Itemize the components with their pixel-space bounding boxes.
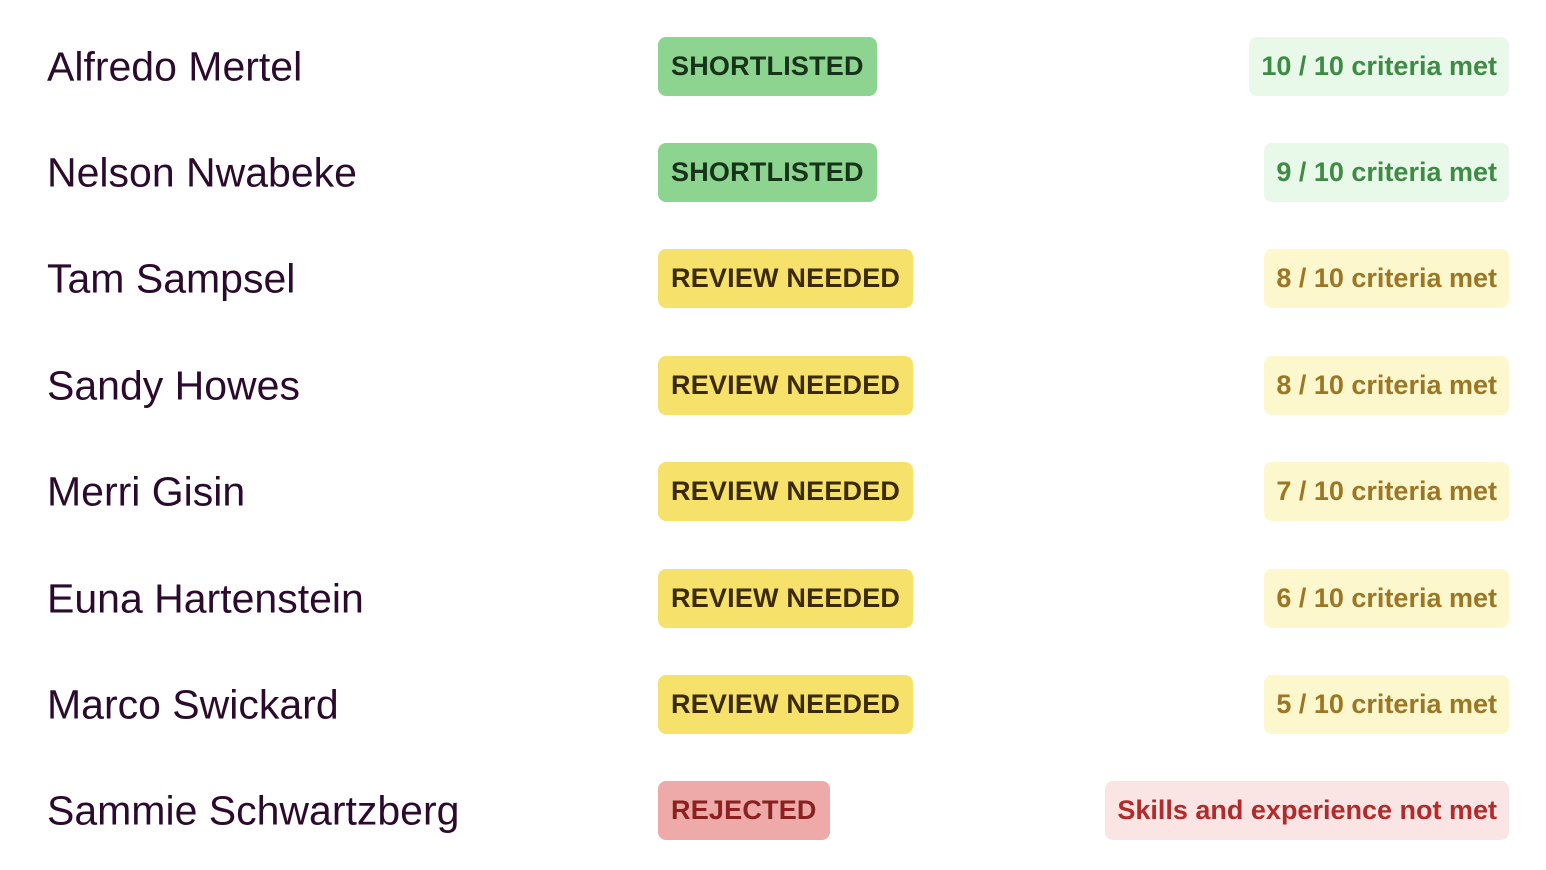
- criteria-badge: 7 / 10 criteria met: [1264, 462, 1509, 521]
- status-badge: REVIEW NEEDED: [658, 569, 914, 628]
- candidate-row[interactable]: Euna Hartenstein REVIEW NEEDED 6 / 10 cr…: [0, 569, 1546, 629]
- candidate-name: Sandy Howes: [47, 362, 300, 409]
- candidate-row[interactable]: Sandy Howes REVIEW NEEDED 8 / 10 criteri…: [0, 356, 1546, 416]
- candidate-name: Nelson Nwabeke: [47, 149, 357, 196]
- candidate-row[interactable]: Tam Sampsel REVIEW NEEDED 8 / 10 criteri…: [0, 249, 1546, 309]
- status-badge: REJECTED: [658, 781, 830, 840]
- status-badge: SHORTLISTED: [658, 37, 877, 96]
- candidate-row[interactable]: Nelson Nwabeke SHORTLISTED 9 / 10 criter…: [0, 143, 1546, 203]
- criteria-badge: 8 / 10 criteria met: [1264, 249, 1509, 308]
- status-badge: SHORTLISTED: [658, 143, 877, 202]
- candidate-name: Euna Hartenstein: [47, 575, 364, 622]
- status-badge: REVIEW NEEDED: [658, 356, 914, 415]
- candidate-name: Tam Sampsel: [47, 255, 296, 302]
- criteria-badge: 9 / 10 criteria met: [1264, 143, 1509, 202]
- status-badge: REVIEW NEEDED: [658, 462, 914, 521]
- candidate-row[interactable]: Alfredo Mertel SHORTLISTED 10 / 10 crite…: [0, 37, 1546, 97]
- criteria-badge: 6 / 10 criteria met: [1264, 569, 1509, 628]
- criteria-badge: 5 / 10 criteria met: [1264, 675, 1509, 734]
- criteria-badge: 10 / 10 criteria met: [1249, 37, 1509, 96]
- candidate-name: Alfredo Mertel: [47, 43, 303, 90]
- criteria-badge: 8 / 10 criteria met: [1264, 356, 1509, 415]
- candidate-row[interactable]: Marco Swickard REVIEW NEEDED 5 / 10 crit…: [0, 675, 1546, 735]
- candidate-name: Sammie Schwartzberg: [47, 787, 460, 834]
- criteria-badge: Skills and experience not met: [1105, 781, 1509, 840]
- status-badge: REVIEW NEEDED: [658, 675, 914, 734]
- candidate-name: Merri Gisin: [47, 468, 246, 515]
- status-badge: REVIEW NEEDED: [658, 249, 914, 308]
- candidate-name: Marco Swickard: [47, 681, 339, 728]
- candidate-row[interactable]: Sammie Schwartzberg REJECTED Skills and …: [0, 781, 1546, 841]
- candidate-row[interactable]: Merri Gisin REVIEW NEEDED 7 / 10 criteri…: [0, 462, 1546, 522]
